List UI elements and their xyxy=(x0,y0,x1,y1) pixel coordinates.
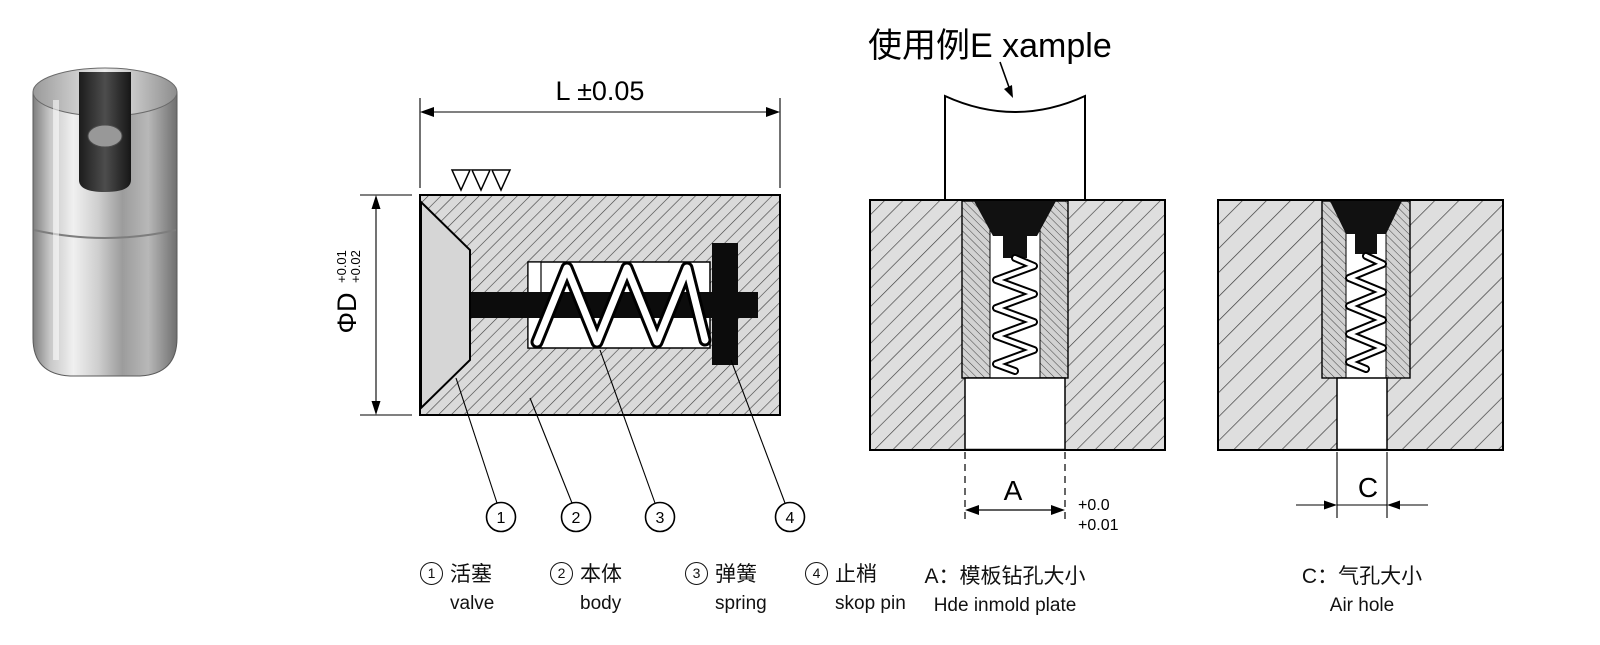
part-4-name-en: skop pin xyxy=(835,593,906,614)
example-a-section: 使用例E xample A +0.0 +0.01 xyxy=(868,27,1166,534)
callout-3-number: 3 xyxy=(656,510,665,527)
dimension-length xyxy=(419,98,781,188)
valve-head-a xyxy=(974,201,1056,236)
dim-length-label: L ±0.05 xyxy=(556,76,645,106)
caption-a-en: Hde inmold plate xyxy=(933,595,1077,616)
air-hole-c xyxy=(1336,377,1388,451)
stop-pin-in-photo xyxy=(87,124,123,148)
valve-stem-a xyxy=(1003,236,1027,258)
part-1-name-en: valve xyxy=(450,593,495,614)
cross-section-drawing: L ±0.05 ΦD +0.01 +0.02 xyxy=(332,76,806,533)
part-1-name-zh: 活塞 xyxy=(450,563,492,586)
callout-circles: 1 2 3 4 xyxy=(485,501,806,533)
dim-diameter-label: ΦD xyxy=(332,292,362,333)
part-2-name-zh: 本体 xyxy=(580,563,622,586)
caption-c-zh: C：气孔大小 xyxy=(1301,565,1423,588)
part-label-stop-pin: 4 止梢 skop pin xyxy=(805,558,906,615)
shaft-stub xyxy=(738,292,758,318)
part-4-number: 4 xyxy=(805,561,828,585)
part-3-number: 3 xyxy=(685,561,708,585)
caption-a: A：模板钻孔大小 Hde inmold plate xyxy=(895,560,1115,617)
dimension-c xyxy=(1296,452,1428,518)
dim-a-tol-bottom: +0.01 xyxy=(1078,517,1119,534)
example-c-section: C xyxy=(1217,199,1504,518)
part-label-valve: 1 活塞 valve xyxy=(420,558,494,615)
caption-c-en: Air hole xyxy=(1329,595,1395,616)
dim-diameter-label-group: ΦD +0.01 +0.02 xyxy=(332,250,363,333)
callout-2-number: 2 xyxy=(572,510,581,527)
caption-a-zh: A：模板钻孔大小 xyxy=(924,565,1086,588)
dim-a-label: A xyxy=(1004,475,1023,506)
part-2-name-en: body xyxy=(580,593,622,614)
part-1-number: 1 xyxy=(420,561,443,585)
part-3-name-zh: 弹簧 xyxy=(715,563,757,586)
drilled-hole-a xyxy=(964,377,1066,451)
body-seam xyxy=(33,229,177,239)
callout-4-number: 4 xyxy=(786,510,795,527)
callout-1-number: 1 xyxy=(497,510,506,527)
part-2-number: 2 xyxy=(550,561,573,585)
example-title: 使用例E xample xyxy=(868,27,1112,65)
dim-diameter-tol-top: +0.01 xyxy=(334,250,349,283)
title-arrow-head xyxy=(1004,85,1013,98)
stop-pin xyxy=(712,243,738,365)
dim-diameter-tol-bottom: +0.02 xyxy=(348,250,363,283)
dim-a-tol-top: +0.0 xyxy=(1078,497,1110,514)
product-photo xyxy=(32,67,178,377)
spring-inner xyxy=(533,264,709,346)
spring-c-inner xyxy=(1347,254,1385,371)
callout-leaders xyxy=(455,349,786,504)
part-label-body: 2 本体 body xyxy=(550,558,622,615)
dimension-diameter xyxy=(360,194,412,416)
title-arrow-line xyxy=(999,61,1011,91)
surface-finish-symbol xyxy=(450,169,512,192)
dim-c-label: C xyxy=(1358,472,1378,503)
dimension-a xyxy=(964,452,1066,524)
caption-c: C：气孔大小 Air hole xyxy=(1262,560,1462,617)
valve-head xyxy=(420,199,471,411)
valve-stem-c xyxy=(1355,234,1377,254)
insert-block xyxy=(944,94,1086,201)
part-3-name-en: spring xyxy=(715,593,767,614)
piston-shaft xyxy=(468,292,725,318)
spring-a-inner xyxy=(994,256,1036,373)
valve-head-c xyxy=(1330,201,1402,234)
part-label-spring: 3 弹簧 spring xyxy=(685,558,767,615)
part-4-name-zh: 止梢 xyxy=(835,563,877,586)
